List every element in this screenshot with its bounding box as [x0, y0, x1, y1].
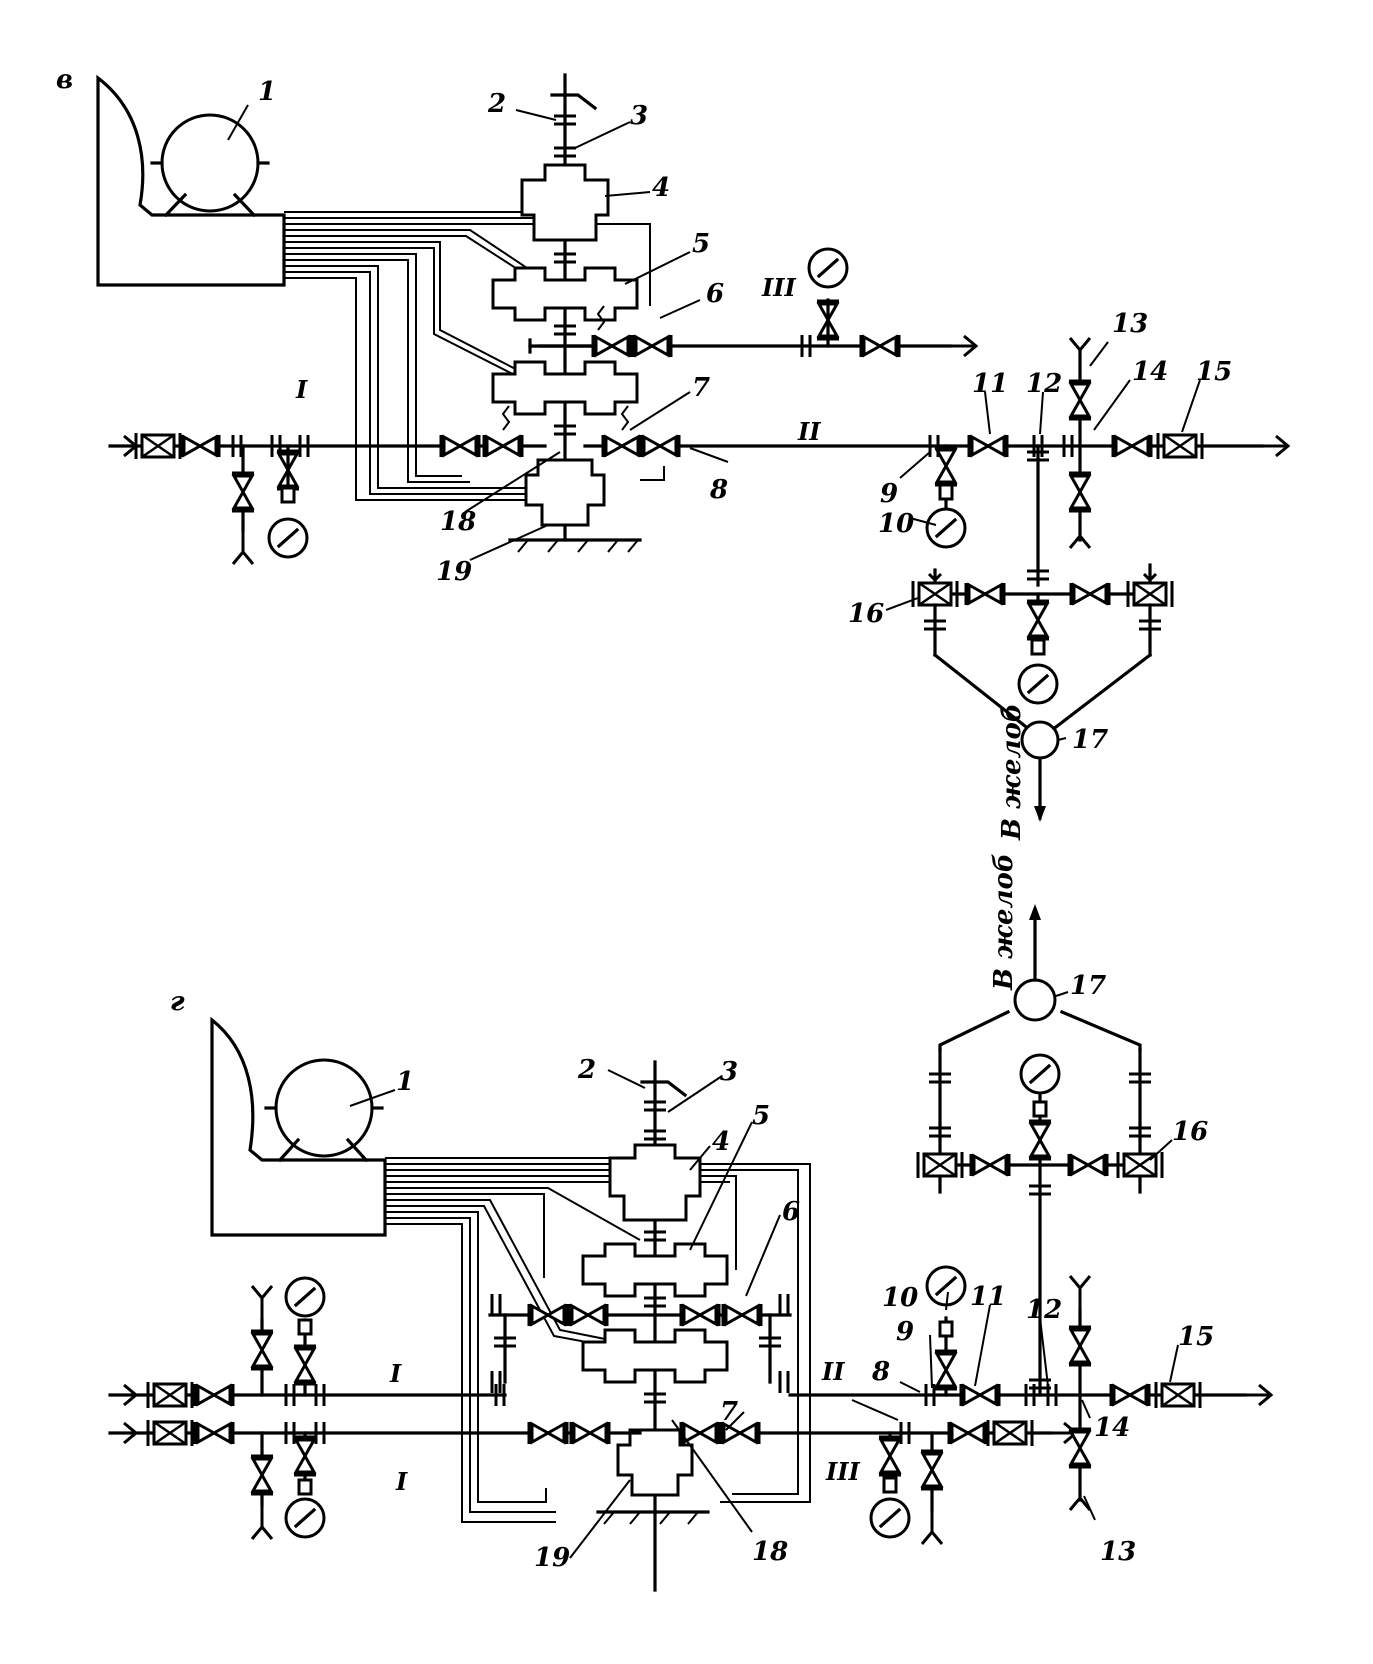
callout-19: 19	[436, 557, 472, 587]
callout-18: 18	[752, 1537, 788, 1567]
callout-7: 7	[692, 373, 710, 403]
annular-preventer-top	[520, 163, 610, 242]
callout-15: 15	[1196, 357, 1232, 387]
callout-16: 16	[1172, 1117, 1208, 1147]
line-label-I-top: I	[295, 375, 308, 404]
callout-11: 11	[970, 1282, 1006, 1312]
callout-18: 18	[440, 507, 476, 537]
callout-6: 6	[706, 279, 724, 309]
callout-19: 19	[534, 1543, 570, 1573]
callout-8: 8	[709, 475, 728, 505]
line-label-III-bottom: III	[825, 1457, 860, 1486]
annular-preventer-bottom	[608, 1143, 702, 1222]
callout-5: 5	[692, 229, 710, 259]
callout-9: 9	[896, 1317, 914, 1347]
separator-top	[1020, 720, 1060, 760]
callout-4: 4	[652, 173, 670, 203]
callout-12: 12	[1026, 1295, 1062, 1325]
pump-top	[160, 113, 260, 213]
callout-12: 12	[1026, 369, 1062, 399]
callout-13: 13	[1112, 309, 1148, 339]
control-unit-bottom	[210, 1016, 387, 1237]
control-unit-top	[96, 74, 286, 287]
diagram-top: в	[56, 65, 1290, 841]
callout-5: 5	[752, 1101, 770, 1131]
callout-8: 8	[871, 1357, 890, 1387]
outlet-label-top: В желоб	[997, 703, 1027, 841]
callout-13: 13	[1100, 1537, 1136, 1567]
outlet-label-bottom: В желоб	[989, 853, 1019, 991]
callout-2: 2	[577, 1055, 596, 1085]
callout-9: 9	[880, 479, 898, 509]
callout-7: 7	[720, 1397, 738, 1427]
callout-15: 15	[1178, 1322, 1214, 1352]
hydraulic-lines-top	[284, 211, 665, 501]
line-label-I-bottom-b: I	[395, 1467, 408, 1496]
callout-3: 3	[630, 101, 648, 131]
diagram-bottom: г	[108, 853, 1273, 1592]
panel-label-bottom: г	[170, 987, 185, 1017]
callout-17: 17	[1072, 725, 1108, 755]
callout-3: 3	[720, 1057, 738, 1087]
callouts-top: 1 2 3 4 5 6 7 8 9 10 11 12 13 14 15 16 1…	[258, 77, 1232, 755]
callouts-bottom: 1 2 3 4 5 6 7 8 9 10 11 12 13 14 15 16 1…	[396, 971, 1214, 1573]
callout-2: 2	[487, 89, 506, 119]
callout-1: 1	[396, 1067, 414, 1097]
callout-4: 4	[712, 1127, 730, 1157]
line-label-III-top: III	[761, 273, 796, 302]
panel-label-top: в	[56, 65, 73, 95]
hydraulic-lines-bottom	[385, 1157, 811, 1523]
line-label-I-bottom-a: I	[389, 1359, 402, 1388]
callout-16: 16	[848, 599, 884, 629]
line-label-II-top: II	[797, 417, 821, 446]
callout-14: 14	[1132, 357, 1168, 387]
wellhead-bottom	[616, 1428, 694, 1497]
wellhead-top	[524, 458, 606, 527]
line-label-II-bottom: II	[821, 1357, 845, 1386]
callout-10: 10	[882, 1283, 918, 1313]
callout-10: 10	[878, 509, 914, 539]
callout-17: 17	[1070, 971, 1106, 1001]
callout-6: 6	[782, 1197, 800, 1227]
callout-14: 14	[1094, 1413, 1130, 1443]
separator-bottom	[1013, 978, 1057, 1022]
callout-11: 11	[972, 369, 1008, 399]
callout-1: 1	[258, 77, 276, 107]
pump-bottom	[274, 1058, 374, 1158]
